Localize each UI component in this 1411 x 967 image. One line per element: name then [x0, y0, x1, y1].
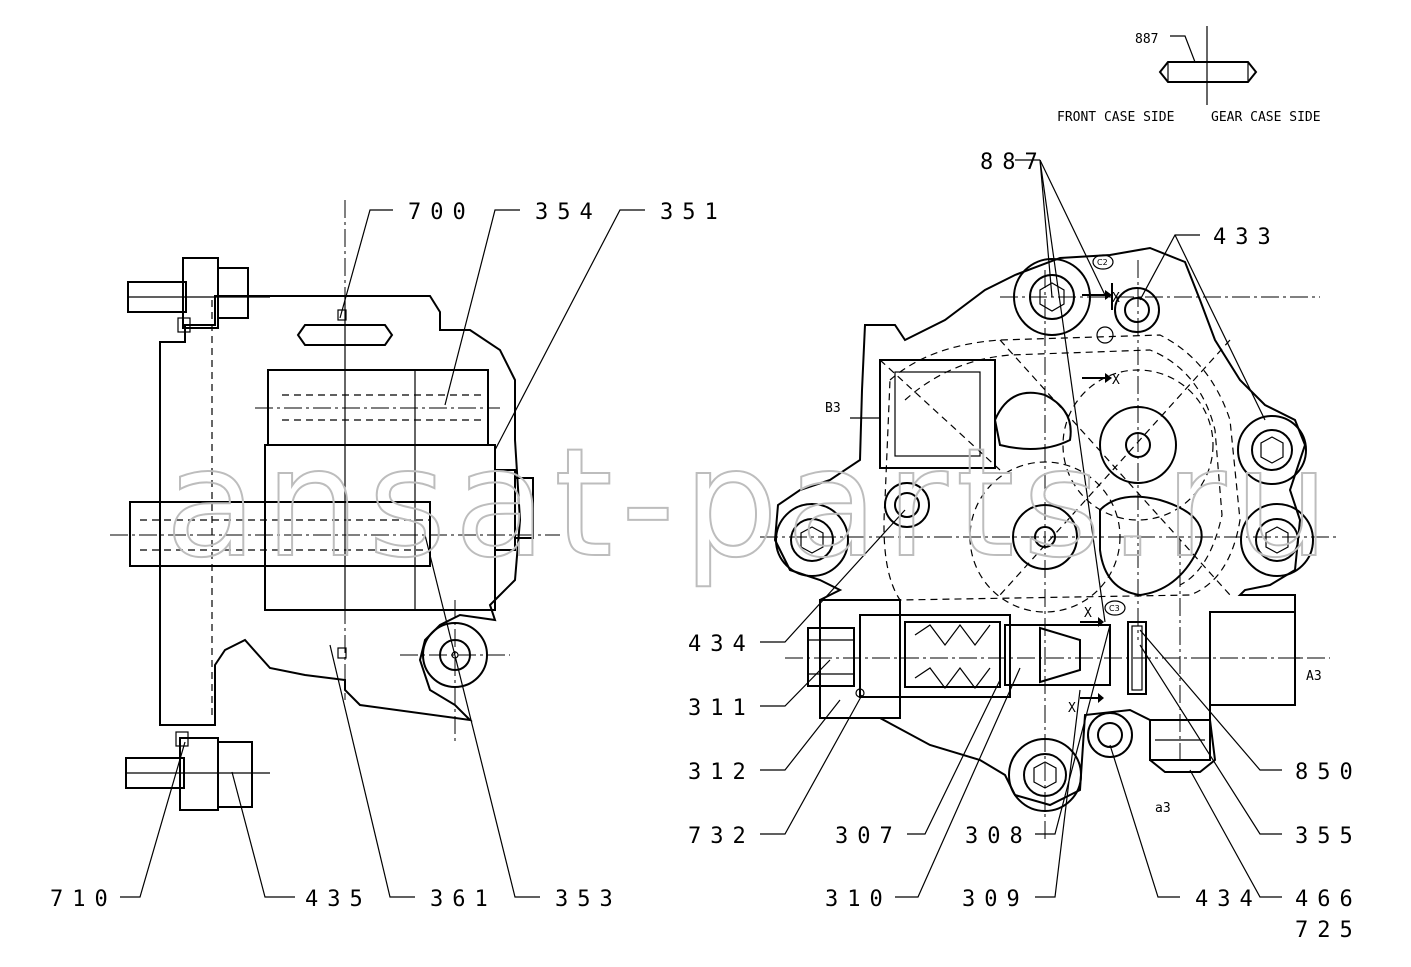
- left-view-part-labels: 700 354 351 710 435 361 353: [50, 200, 727, 912]
- part-label-710: 710: [50, 887, 117, 912]
- c3-label: C3: [1109, 604, 1120, 613]
- pin-orientation-legend: 887 FRONT CASE SIDE GEAR CASE SIDE: [1057, 26, 1321, 125]
- port-b3-label: B3: [825, 401, 841, 416]
- part-label-700: 700: [408, 200, 475, 225]
- legend-part-number: 887: [1135, 32, 1158, 47]
- port-a3-label: A3: [1306, 669, 1322, 684]
- legend-gear-case-side: GEAR CASE SIDE: [1211, 110, 1321, 125]
- part-label-308: 308: [965, 824, 1032, 849]
- left-side-view: [110, 200, 560, 811]
- leader-lines: [120, 159, 1282, 898]
- part-label-307: 307: [835, 824, 902, 849]
- part-label-309: 309: [962, 887, 1029, 912]
- part-label-310: 310: [825, 887, 892, 912]
- port-a3-lower-label: a3: [1155, 801, 1171, 816]
- part-label-361: 361: [430, 887, 497, 912]
- watermark-text: ansat-parts.ru: [165, 417, 1337, 591]
- section-x-label-2: X: [1112, 373, 1120, 388]
- section-x-label-1: X: [1112, 291, 1120, 306]
- section-x-label-3: X: [1084, 606, 1092, 621]
- part-label-433: 433: [1213, 225, 1280, 250]
- part-label-850: 850: [1295, 760, 1362, 785]
- c2-label: C2: [1097, 258, 1108, 267]
- part-label-312: 312: [688, 760, 755, 785]
- part-label-434-lower: 434: [1195, 887, 1262, 912]
- part-label-434-upper: 434: [688, 632, 755, 657]
- c3-marker: [1104, 600, 1126, 616]
- c2-marker: [1092, 254, 1114, 270]
- part-label-887: 887: [980, 150, 1047, 175]
- right-view-part-labels: 887 433 434 311 312 732 307 308 310 309 …: [688, 150, 1362, 943]
- part-label-354: 354: [535, 200, 602, 225]
- port-labels: B3 A3 a3 C2 C3 X X X X: [825, 254, 1322, 816]
- section-x-label-4: X: [1068, 701, 1076, 716]
- part-label-311: 311: [688, 696, 755, 721]
- part-label-351: 351: [660, 200, 727, 225]
- part-label-353: 353: [555, 887, 622, 912]
- part-label-466: 466: [1295, 887, 1362, 912]
- part-label-725: 725: [1295, 918, 1362, 943]
- part-label-732: 732: [688, 824, 755, 849]
- part-label-355: 355: [1295, 824, 1362, 849]
- part-label-435: 435: [305, 887, 372, 912]
- right-front-view: [760, 246, 1340, 840]
- legend-front-case-side: FRONT CASE SIDE: [1057, 110, 1174, 125]
